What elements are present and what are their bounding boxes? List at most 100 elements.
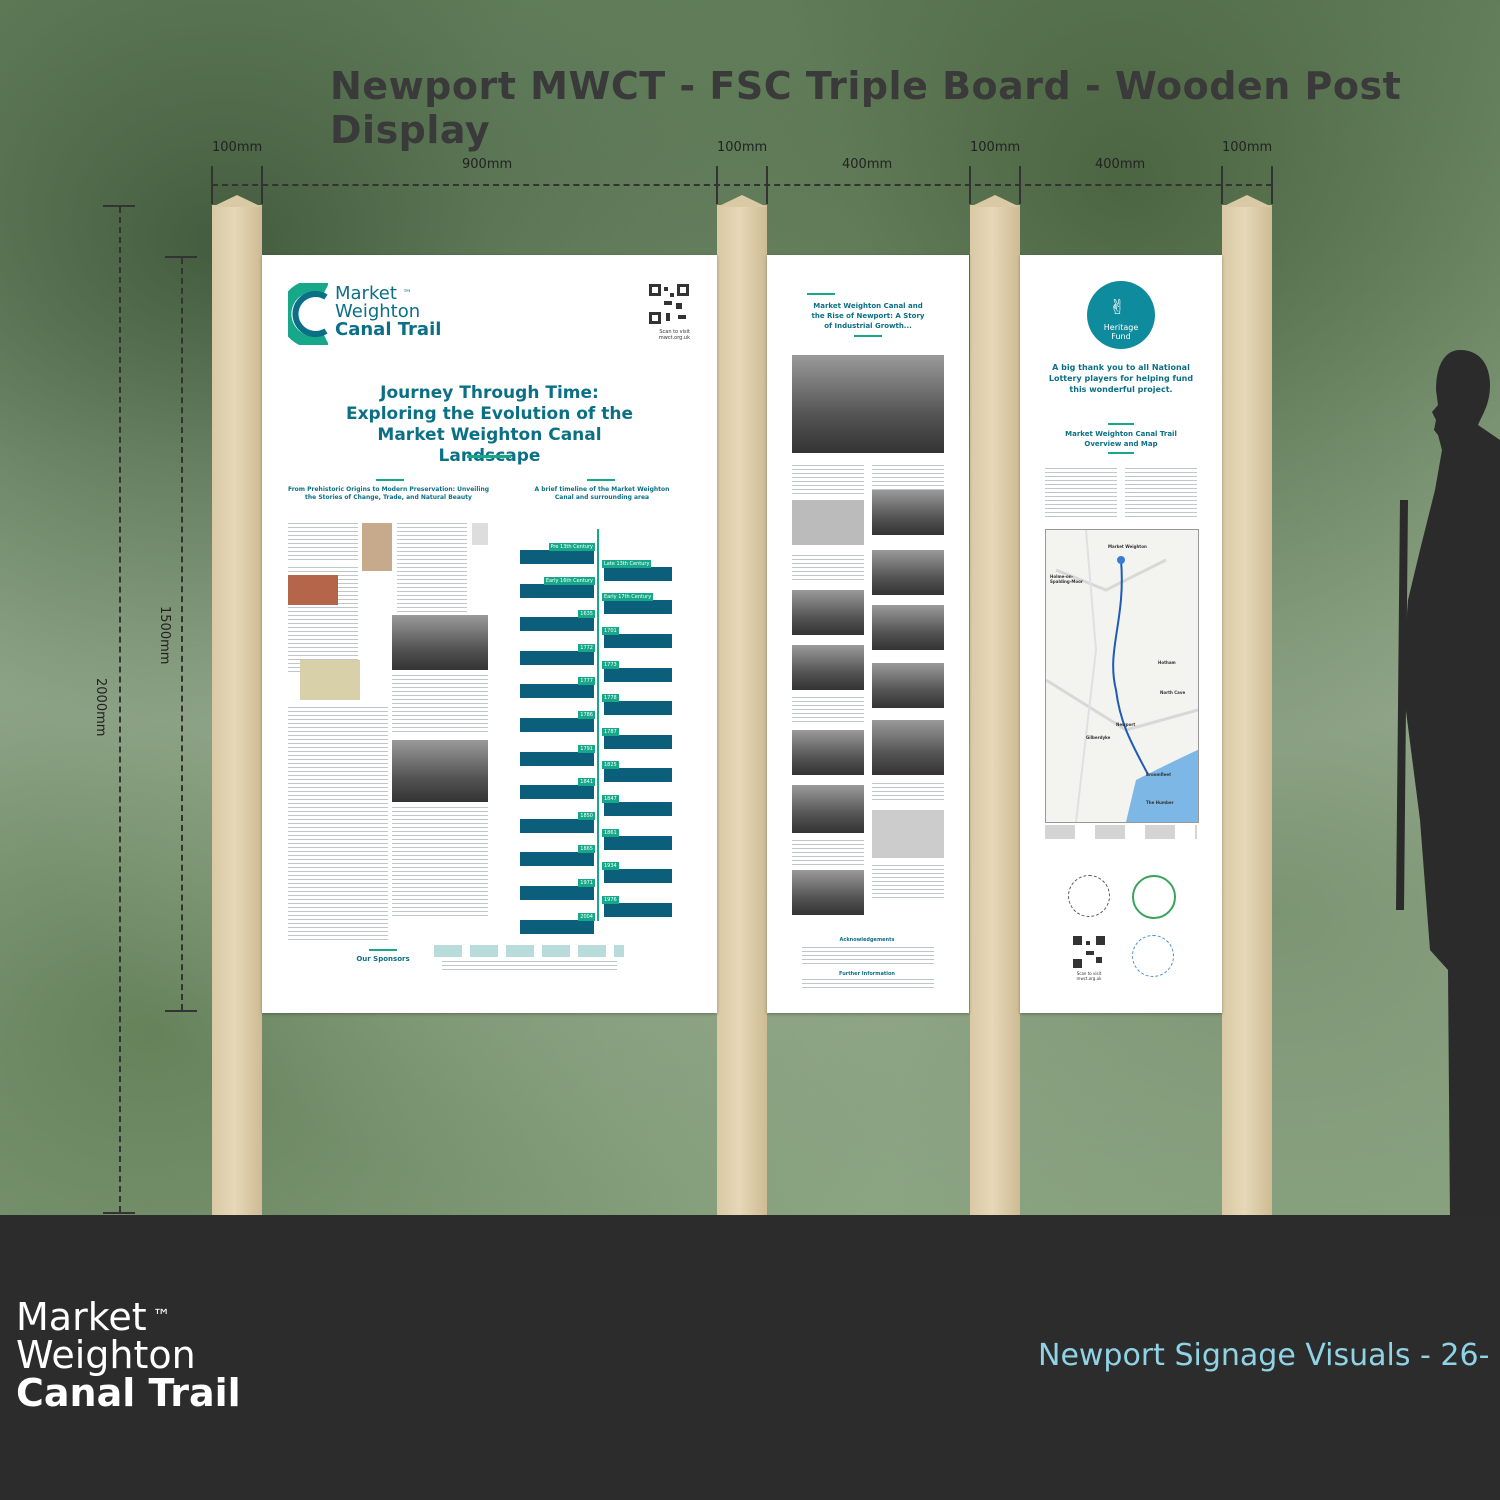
mwct-logo-icon [288,283,328,345]
map-place-label: North Cave [1160,690,1186,695]
timeline-entry [520,684,594,699]
historic-photo [872,605,944,650]
timeline-entry [520,583,594,598]
dim-board-2: 400mm [842,157,893,172]
timeline-entry [604,634,672,648]
wooden-post-2 [717,205,767,1217]
timeline-date-badge: 1861 [602,828,619,837]
historic-photo [792,590,864,635]
dim-post-1: 100mm [212,140,263,155]
board1-logo-text: Market ™ Weighton Canal Trail [335,283,442,340]
historic-photo [792,645,864,690]
historic-photo [792,870,864,915]
further-information-label: Further Information [839,971,895,977]
timeline-date-badge: 1778 [602,694,619,703]
lottery-thanks: A big thank you to all National Lottery … [1048,363,1194,394]
dim-total-height: 2000mm [93,678,108,737]
timeline-date-badge: 1786 [578,711,595,719]
article-text [392,675,488,735]
historic-photo [392,615,488,670]
qr-code-icon [648,283,690,325]
timeline-entry [604,600,672,615]
timeline-date-badge: 1773 [602,660,619,669]
map-heading: Market Weighton Canal Trail Overview and… [1065,430,1177,448]
historic-map-image [300,660,360,700]
dim-post-4: 100mm [1222,140,1273,155]
timeline-entry [520,886,594,900]
timeline-date-badge: Early 17th Century [602,593,654,602]
timeline-entry [604,835,672,850]
historic-photo [792,355,944,453]
timeline-date-badge: 1787 [602,727,619,736]
board-2: Market Weighton Canal and the Rise of Ne… [767,255,969,1013]
historic-photo [792,785,864,833]
timeline-date-badge: 1850 [578,811,595,820]
timeline-date-badge: Early 16th Century [543,576,595,585]
timeline-date-badge: 1976 [602,895,619,904]
dim-board-1: 900mm [462,157,513,172]
historic-photo [792,500,864,545]
timeline-date-badge: 1777 [578,677,595,686]
timeline-date-badge: 1772 [578,643,595,652]
heading-underline [467,455,511,458]
timeline-date-badge: Late 13th Century [602,559,652,568]
board1-left-subheading: From Prehistoric Origins to Modern Prese… [287,486,490,501]
timeline-entry [604,667,672,682]
map-place-label: Broomfleet [1146,772,1171,777]
timeline-entry [520,718,594,732]
timeline-date-badge: 1934 [602,862,619,871]
timeline-date-badge: Pre 13th Century [548,543,595,551]
artifact-photo [362,523,392,571]
timeline-date-badge: 1791 [578,744,595,753]
footer-signage-visuals: Newport Signage Visuals - 26- [1038,1338,1490,1373]
article-text [288,523,358,563]
timeline-entry [604,902,672,917]
timeline-date-badge: 1635 [578,610,595,619]
timeline-axis [597,529,599,921]
sponsor-text [442,961,617,973]
dim-post-2: 100mm [717,140,768,155]
map-place-label: Hotham [1158,660,1176,665]
timeline-entry [604,768,672,783]
timeline-entry [520,751,594,766]
timeline-entry [520,785,594,800]
countryside-code-icon [1132,875,1176,919]
historic-photo [872,550,944,595]
board2-heading: Market Weighton Canal and the Rise of Ne… [811,302,925,330]
timeline-entry [604,701,672,716]
wooden-post-1 [212,205,262,1217]
swan-badge-icon [1132,935,1174,977]
crossed-fingers-icon: ✌ [1109,295,1126,319]
sponsor-logos [434,945,624,957]
board1-right-subheading: A brief timeline of the Market Weighton … [534,486,670,501]
dim-post-3: 100mm [970,140,1021,155]
footer-bar [0,1215,1500,1500]
timeline-date-badge: 1825 [602,761,619,770]
timeline-date-badge: 1971 [578,879,595,887]
artifact-photo [288,575,338,605]
article-text [397,523,467,613]
timeline-entry [520,852,594,867]
map-place-label: Holme-on-Spalding-Moor [1050,574,1083,584]
wildlife-badge-icon [1068,875,1110,917]
sponsors-label: Our Sponsors [356,955,410,963]
map-legend [1045,825,1197,839]
timeline-entry [520,617,594,632]
map-place-label: The Humber [1146,800,1174,805]
map-place-label: Market Weighton [1108,544,1147,549]
historic-photo [872,720,944,775]
timeline-date-badge: 1847 [602,795,619,803]
board-1: Market ™ Weighton Canal Trail Scan to vi… [262,255,717,1013]
timeline-entry [604,802,672,816]
historic-photo [872,490,944,535]
board1-heading: Journey Through Time: Exploring the Evol… [345,383,634,466]
article-text [288,707,388,942]
timeline-date-badge: 2004 [578,912,595,921]
timeline-date-badge: 1865 [578,845,595,854]
acknowledgements-label: Acknowledgements [839,937,895,943]
wooden-post-3 [970,205,1020,1217]
timeline-date-badge: 1841 [578,778,595,787]
